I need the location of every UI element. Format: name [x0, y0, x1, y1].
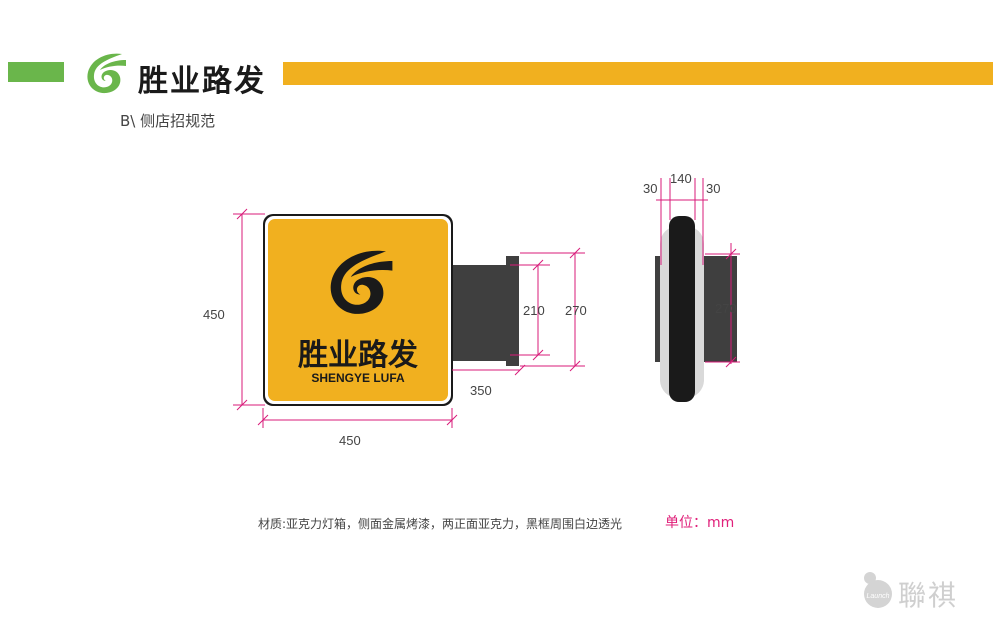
- side-body: [669, 216, 695, 402]
- bracket-arm: [450, 265, 508, 361]
- dim-width-label: 450: [339, 433, 361, 448]
- brand-logo-icon: [87, 53, 126, 94]
- header-green-bar: [8, 62, 64, 82]
- header-orange-bar: [283, 62, 993, 85]
- side-dim-left-label: 30: [643, 181, 657, 196]
- dim-bracket-inner-label: 210: [523, 303, 545, 318]
- bracket-plate: [506, 256, 519, 366]
- side-dim-center-label: 140: [670, 171, 692, 186]
- sign-logo-icon: [330, 250, 393, 314]
- brand-name: 胜业路发: [138, 64, 266, 99]
- watermark-text: 聯祺: [898, 579, 959, 612]
- watermark-logo-icon: Launch: [864, 572, 892, 608]
- dim-bracket-outer-label: 270: [565, 303, 587, 318]
- sign-name-en: SHENGYE LUFA: [311, 371, 405, 385]
- unit-label: 单位：mm: [665, 515, 735, 531]
- sign-name-cn: 胜业路发: [298, 338, 418, 373]
- side-dim-right-label: 30: [706, 181, 720, 196]
- watermark-icon-text: Launch: [867, 593, 890, 600]
- dimension-lines: [233, 208, 585, 428]
- dim-arm-label: 350: [470, 383, 492, 398]
- page-subtitle: B\ 侧店招规范: [120, 112, 216, 130]
- dim-height-label: 450: [203, 307, 225, 322]
- side-dimension-lines: [656, 178, 740, 368]
- side-dim-bracket-label: 270: [715, 301, 737, 316]
- material-note: 材质:亚克力灯箱，侧面金属烤漆，两正面亚克力，黑框周围白边透光: [258, 517, 623, 531]
